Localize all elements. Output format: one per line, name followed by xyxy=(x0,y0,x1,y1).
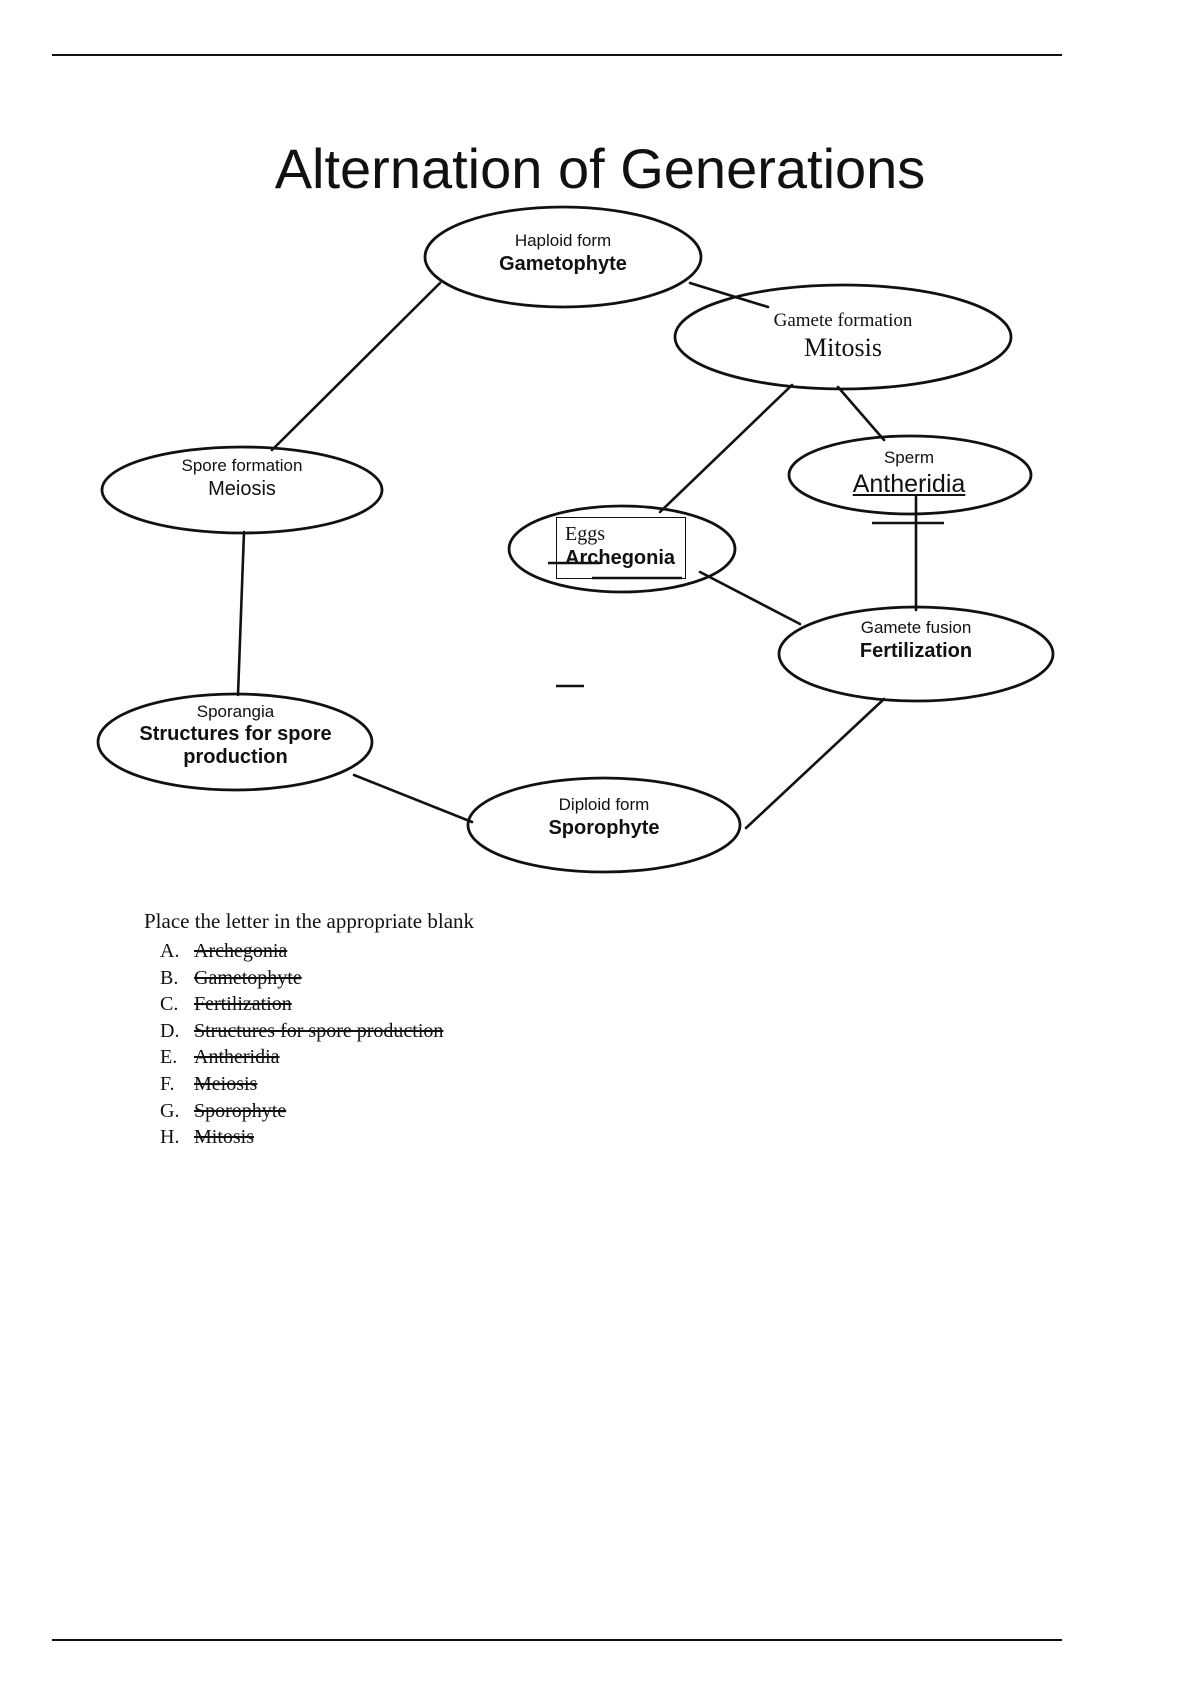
answer-item: B. Gametophyte xyxy=(144,965,764,992)
node-gametophyte-main-label: Gametophyte xyxy=(499,252,627,275)
answer-item-text: Mitosis xyxy=(194,1126,255,1149)
node-antheridia-top-label: Sperm xyxy=(883,448,935,467)
node-sporangia-main-label: Structures for spore production xyxy=(139,722,332,769)
answer-item: A. Archegonia xyxy=(144,938,764,965)
node-sporangia-label: Sporangia Structures for spore productio… xyxy=(133,702,338,770)
page-bottom-rule xyxy=(52,1639,1062,1641)
node-gametophyte-label: Haploid form Gametophyte xyxy=(443,231,683,276)
edge-sporangia-meiosis xyxy=(236,530,246,697)
node-sporangia-top-label: Sporangia xyxy=(196,702,275,721)
edge-gametophyte-mitosis xyxy=(688,281,770,309)
answer-key-prompt: Place the letter in the appropriate blan… xyxy=(144,909,475,933)
answer-item-letter: F. xyxy=(160,1072,175,1095)
answer-key-section: Place the letter in the appropriate blan… xyxy=(144,909,764,1151)
answer-item-letter: A. xyxy=(160,940,180,962)
answer-item-text: Gametophyte xyxy=(194,966,302,989)
node-mitosis-ellipse xyxy=(673,283,1013,391)
answer-item: D. Structures for spore production xyxy=(144,1018,764,1045)
node-antheridia-ellipse xyxy=(787,434,1033,516)
node-archegonia-top-label: Eggs xyxy=(565,523,605,545)
node-fertilization-label: Gamete fusion Fertilization xyxy=(796,618,1036,663)
node-mitosis-main-label: Mitosis xyxy=(803,333,883,363)
answer-item: G. Sporophyte xyxy=(144,1098,764,1125)
edge-archegonia-fertilization xyxy=(698,570,802,626)
node-mitosis-top-label: Gamete formation xyxy=(773,310,913,331)
edge-fertilization-sporophyte xyxy=(744,697,886,830)
node-antheridia-main-label: Antheridia xyxy=(852,469,966,498)
answer-item-letter: E. xyxy=(160,1046,178,1069)
node-fertilization-ellipse xyxy=(777,605,1055,703)
edge-mitosis-archegonia xyxy=(658,383,794,514)
node-gametophyte-top-label: Haploid form xyxy=(514,231,612,250)
edge-mitosis-antheridia xyxy=(836,385,886,442)
node-archegonia-ellipse xyxy=(507,504,737,594)
node-meiosis-main-label: Meiosis xyxy=(208,477,276,500)
answer-item: F. Meiosis xyxy=(144,1071,764,1098)
node-fertilization-top-label: Gamete fusion xyxy=(860,618,972,637)
answer-item-letter: D. xyxy=(160,1019,180,1042)
answer-item-letter: G. xyxy=(160,1099,180,1122)
node-sporophyte-main-label: Sporophyte xyxy=(548,816,660,839)
node-gametophyte-ellipse xyxy=(423,205,703,309)
answer-item-letter: H. xyxy=(160,1126,180,1149)
page-title: Alternation of Generations xyxy=(274,137,926,200)
edge-sporophyte-sporangia xyxy=(352,773,474,824)
node-sporangia-ellipse xyxy=(96,692,374,792)
node-sporophyte-ellipse xyxy=(466,776,742,874)
node-sporophyte-label: Diploid form Sporophyte xyxy=(484,795,724,840)
answer-item-text: Antheridia xyxy=(194,1046,280,1069)
node-archegonia-label: Eggs Archegonia xyxy=(556,522,686,571)
answer-item-text: Fertilization xyxy=(194,993,292,1016)
node-mitosis-label: Gamete formation Mitosis xyxy=(723,309,963,364)
answer-item-letter: B. xyxy=(160,966,179,989)
node-meiosis-label: Spore formation Meiosis xyxy=(122,456,362,501)
answer-item: H. Mitosis xyxy=(144,1124,764,1151)
edge-gametophyte-meiosis xyxy=(270,281,442,452)
answer-item: E. Antheridia xyxy=(144,1044,764,1071)
node-meiosis-top-label: Spore formation xyxy=(181,456,303,475)
answer-item-text: Meiosis xyxy=(194,1072,258,1095)
page-top-rule xyxy=(52,54,1062,56)
answer-item-letter: C. xyxy=(160,993,179,1016)
answer-item-text: Archegonia xyxy=(194,940,288,962)
answer-item: C. Fertilization xyxy=(144,991,764,1018)
archegonia-inner-box xyxy=(556,517,686,579)
node-antheridia-label: Sperm Antheridia xyxy=(790,448,1028,499)
node-sporophyte-top-label: Diploid form xyxy=(558,795,650,814)
answer-item-text: Sporophyte xyxy=(194,1099,287,1122)
node-archegonia-main-label: Archegonia xyxy=(565,547,676,570)
answer-item-text: Structures for spore production xyxy=(194,1019,444,1042)
node-fertilization-main-label: Fertilization xyxy=(859,639,973,662)
node-meiosis-ellipse xyxy=(100,445,384,535)
answer-key-list: A. Archegonia B. Gametophyte C. Fertilizati… xyxy=(144,938,764,1151)
